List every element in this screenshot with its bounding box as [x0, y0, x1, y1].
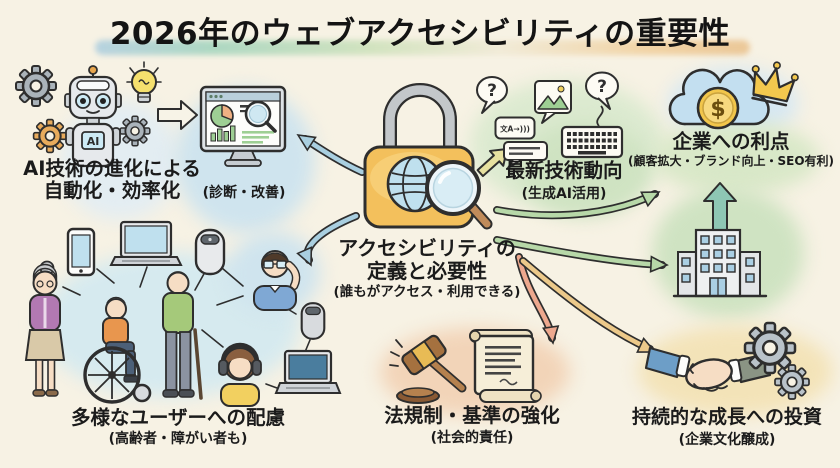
hearing-aid-user-icon	[253, 250, 301, 311]
label-ai: AI技術の進化による自動化・効率化	[23, 157, 201, 203]
note-growth: (企業文化醸成)	[678, 432, 776, 448]
gear-icon	[743, 321, 811, 401]
wheelchair-user-icon	[83, 296, 152, 404]
arrow-building-to-benefit	[703, 182, 737, 232]
svg-text:文A→))): 文A→)))	[500, 124, 530, 134]
translate-bubble-icon: 文A→)))	[494, 116, 536, 140]
cane-user-icon	[162, 271, 203, 400]
headphones-user-icon	[218, 342, 262, 407]
laptop-icon	[274, 349, 342, 394]
arrow-center-to-users	[296, 212, 360, 267]
smart-speaker-icon	[300, 302, 326, 340]
svg-text:?: ?	[487, 81, 497, 101]
note-ai: (診断・改善)	[202, 185, 286, 201]
note-tech: (生成AI活用)	[521, 186, 607, 202]
elderly-woman-icon	[24, 260, 66, 397]
network-lines	[62, 266, 311, 389]
crown-icon	[751, 61, 799, 107]
watercolor-blob	[652, 122, 820, 194]
laptop-icon	[109, 220, 183, 266]
arrow-center-to-benefit	[493, 190, 661, 220]
label-law: 法規制・基準の強化	[384, 404, 560, 427]
arrow-center-to-building	[493, 236, 669, 273]
label-benefit: 企業への利点	[672, 130, 790, 153]
gavel-icon	[389, 334, 467, 404]
reply-bubble-icon	[503, 141, 548, 169]
question-bubble-icon: ?	[585, 71, 619, 110]
note-benefit: (顧客拡大・ブランド向上・SEO有利)	[627, 154, 835, 168]
dollar-coin-icon: $	[696, 86, 740, 130]
note-users: (高齢者・障がい者も)	[108, 431, 248, 447]
title-underline	[95, 40, 750, 55]
monitor-icon	[199, 85, 287, 167]
padlock-icon	[363, 83, 493, 230]
label-center: アクセシビリティの定義と必要性	[338, 236, 516, 283]
scroll-icon	[469, 329, 542, 403]
label-growth: 持続的な成長への投資	[631, 406, 823, 428]
arrow-center-to-law	[515, 253, 560, 345]
keyboard-icon	[560, 125, 624, 159]
arrow-robot-to-monitor	[157, 100, 198, 130]
question-bubble-icon: ?	[476, 76, 508, 114]
label-users: 多様なユーザーへの配慮	[70, 406, 286, 429]
robot-icon: AI	[64, 65, 122, 168]
magnifier-icon	[425, 160, 493, 230]
svg-text:$: $	[710, 97, 725, 122]
connector-squiggle	[596, 105, 604, 127]
robot-chest-label: AI	[87, 135, 100, 148]
page-title: 2026年のウェブアクセシビリティの重要性	[109, 16, 731, 52]
image-bubble-icon	[534, 80, 572, 124]
label-tech: 最新技術動向	[505, 159, 623, 182]
smartphone-icon	[66, 227, 96, 277]
note-law: (社会的責任)	[430, 430, 514, 446]
note-center: (誰もがアクセス・利用できる)	[333, 284, 521, 300]
arrow-center-to-ai	[296, 133, 366, 176]
building-icon	[672, 228, 768, 298]
smart-speaker-icon	[194, 228, 226, 276]
svg-text:?: ?	[597, 77, 607, 97]
lightbulb-icon	[126, 61, 162, 103]
gear-icon	[14, 64, 58, 108]
